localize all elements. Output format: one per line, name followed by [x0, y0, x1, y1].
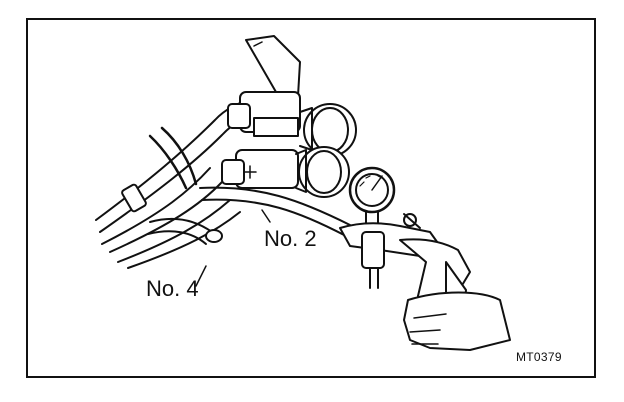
hose-no2 [199, 186, 351, 237]
hose-no4-label: No. 4 [146, 276, 199, 301]
lower-vsv [221, 146, 350, 198]
hose-no2-label: No. 2 [264, 226, 317, 251]
upper-vsv [227, 35, 357, 157]
hand-vacuum-pump [339, 213, 511, 351]
figure-code: MT0379 [516, 350, 562, 364]
hose-no4 [147, 217, 223, 287]
vacuum-gauge [348, 166, 396, 233]
